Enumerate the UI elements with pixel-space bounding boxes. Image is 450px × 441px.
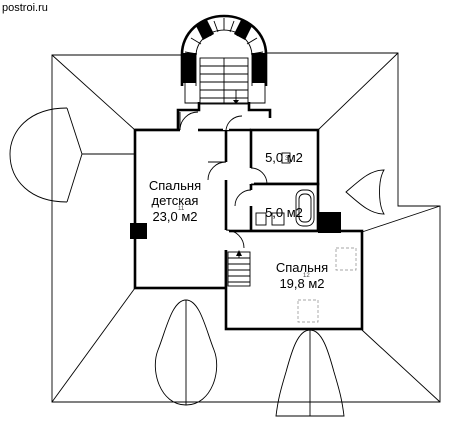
watermark: postroi.ru [2, 2, 48, 14]
bottom-right-tower-roof [275, 329, 345, 417]
doors [179, 111, 268, 250]
bathroom-fixtures [255, 189, 315, 227]
room-children-area: 23,0 м2 [152, 209, 197, 224]
small-room-fixture [281, 152, 291, 164]
top-stair-tower [180, 14, 268, 105]
bottom-left-tower-roof [154, 299, 218, 406]
main-walls [133, 102, 364, 331]
room-children-marker: 11 [178, 206, 185, 212]
right-dormer [345, 169, 385, 215]
roof-outline [51, 52, 441, 403]
room-bedroom-marker: 12 [303, 273, 310, 279]
room-bath-area: 5,0 м2 [265, 205, 303, 220]
chimney-left [130, 223, 147, 239]
room-small-area: 5,0 м2 [265, 150, 303, 165]
room-children-name-1: Спальня [149, 178, 201, 193]
left-tower-roof [9, 107, 135, 203]
room-children-name-2: детская [152, 193, 199, 208]
room-small-marker: 3 [285, 156, 289, 162]
bed-outline-2 [297, 299, 319, 323]
room-bedroom-area: 19,8 м2 [279, 276, 324, 291]
chimney-right [318, 212, 341, 233]
bed-outline [335, 247, 357, 271]
room-bedroom-name: Спальня [276, 260, 328, 275]
